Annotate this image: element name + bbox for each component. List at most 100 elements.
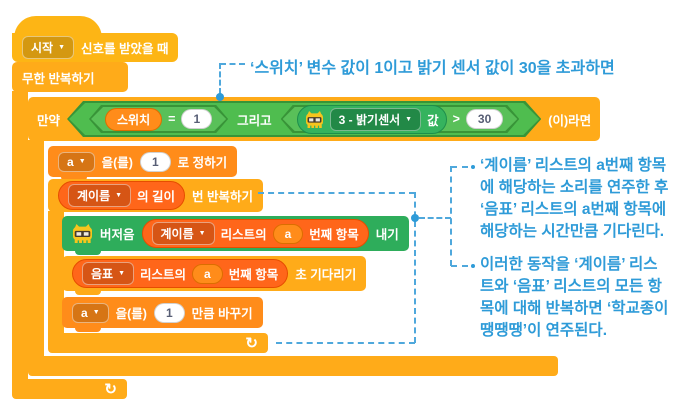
index-variable-reporter[interactable]: a	[192, 263, 223, 284]
nth-item-label: 번째 항목	[309, 228, 359, 242]
note2-line: 땡땡땡’이 연주된다.	[480, 322, 607, 339]
note1-line: 해당하는 시간만큼 기다린다.	[480, 223, 665, 240]
connector-right-vertical	[414, 192, 416, 343]
loop-arrow-icon: ↻	[245, 334, 258, 352]
buzzer-block[interactable]: 버저음 계이름 ▼ 리스트의 a 번째 항목 내기	[62, 216, 409, 255]
chevron-down-icon: ▼	[58, 44, 66, 51]
repeat-block-top[interactable]: 계이름 ▼ 의 길이 번 반복하기	[48, 179, 264, 212]
variable-dropdown[interactable]: a ▼	[72, 302, 109, 323]
note2-line: 트와 ‘음표’ 리스트의 모든 항	[480, 278, 662, 295]
list-item-reporter[interactable]: 음표 ▼ 리스트의 a 번째 항목	[72, 259, 289, 288]
list-length-reporter[interactable]: 계이름 ▼ 의 길이	[58, 181, 186, 210]
hamster-robot-icon	[305, 110, 323, 128]
list-item-reporter[interactable]: 계이름 ▼ 리스트의 a 번째 항목	[141, 219, 369, 248]
connector-top-note-dot	[216, 93, 224, 101]
equals-operator-block[interactable]: 스위치 = 1	[89, 105, 228, 133]
forever-label: 무한 반복하기	[22, 71, 95, 86]
signal-dropdown-value: 시작	[31, 41, 54, 55]
greater-than-sign: >	[452, 112, 460, 126]
chevron-down-icon: ▼	[78, 158, 86, 165]
index-variable-reporter[interactable]: a	[272, 223, 304, 244]
note2-line: 이러한 동작을 ‘계이름’ 리스	[480, 256, 658, 273]
nth-item-label: 번째 항목	[228, 268, 279, 282]
wait-suffix-label: 초 기다리기	[295, 268, 357, 282]
signal-dropdown[interactable]: 시작 ▼	[22, 36, 75, 59]
list-of-label: 리스트의	[220, 228, 267, 242]
connector-top-note-horizontal	[220, 63, 245, 65]
set-value-input[interactable]: 1	[139, 151, 171, 172]
hat-block-label: 신호를 받았을 때	[81, 42, 169, 56]
hat-block-when-receive[interactable]: 시작 ▼ 신호를 받았을 때	[12, 33, 179, 66]
index-variable-label: a	[284, 226, 292, 241]
annotation-note1: ‘계이름’ 리스트의 a번째 항목 에 해당하는 소리를 연주한 후 ‘음표’ …	[480, 155, 668, 243]
variable-dropdown[interactable]: a ▼	[58, 151, 95, 172]
list-dropdown-value: 계이름	[160, 227, 194, 241]
set-variable-block[interactable]: a ▼ 을(를) 1 로 정하기	[48, 146, 238, 181]
equals-sign: =	[168, 112, 176, 126]
and-operator-block[interactable]: 스위치 = 1 그리고	[67, 101, 541, 137]
block-tab	[61, 176, 87, 181]
forever-block-arm	[12, 91, 28, 380]
connector-repeat-horizontal	[258, 192, 415, 194]
variable-switch-reporter[interactable]: 스위치	[105, 107, 163, 131]
buzzer-prefix-label: 버저음	[100, 228, 135, 242]
variable-switch-label: 스위치	[117, 112, 151, 127]
note1-line: 에 해당하는 소리를 연주한 후	[480, 179, 669, 196]
note1-line: ‘계이름’ 리스트의 a번째 항목	[480, 157, 667, 174]
if-block-bottom	[28, 356, 558, 376]
sensor-value-label: 값	[427, 113, 439, 128]
chevron-down-icon: ▼	[115, 192, 123, 199]
block-tab	[75, 250, 101, 255]
list-dropdown[interactable]: 계이름 ▼	[68, 184, 132, 207]
variable-dropdown-value: a	[67, 154, 74, 169]
repeat-block-arm	[48, 211, 64, 333]
chevron-down-icon: ▼	[92, 309, 100, 316]
hamster-robot-icon	[73, 224, 92, 243]
sensor-dropdown-value: 3 - 밝기센서	[338, 112, 401, 127]
block-tab	[75, 290, 101, 295]
note1-bullet	[471, 165, 475, 169]
top-annotation-text: ‘스위치’ 변수 값이 1이고 밝기 센서 값이 30을 초과하면	[250, 60, 615, 77]
forever-block-top[interactable]: 무한 반복하기	[12, 62, 128, 92]
list-length-label: 의 길이	[137, 190, 176, 204]
equals-value-input[interactable]: 1	[181, 109, 213, 129]
note2-bullet	[471, 264, 475, 268]
set-suffix-label: 로 정하기	[177, 156, 228, 170]
wait-block[interactable]: 음표 ▼ 리스트의 a 번째 항목 초 기다리기	[62, 256, 367, 295]
list-dropdown[interactable]: 계이름 ▼	[151, 222, 215, 245]
change-particle-label: 을(를)	[115, 307, 147, 321]
connector-mid-dot	[411, 214, 419, 222]
hamster-sensor-reporter[interactable]: 3 - 밝기센서 ▼ 값	[296, 104, 447, 134]
repeat-block-bottom: ↻	[48, 333, 268, 353]
connector-top-note-vertical	[219, 63, 221, 94]
chevron-down-icon: ▼	[198, 230, 206, 237]
connector-notes-vertical	[450, 166, 452, 266]
change-variable-block[interactable]: a ▼ 을(를) 1 만큼 바꾸기	[62, 297, 263, 332]
list-dropdown[interactable]: 음표 ▼	[82, 262, 135, 285]
list-dropdown-value: 계이름	[77, 189, 111, 203]
sensor-dropdown[interactable]: 3 - 밝기센서 ▼	[329, 107, 422, 131]
connector-to-notes-horizontal	[419, 217, 451, 219]
hat-block-dome[interactable]	[14, 16, 102, 38]
greater-than-value-input[interactable]: 30	[465, 109, 504, 129]
chevron-down-icon: ▼	[405, 115, 413, 123]
if-block-arm	[28, 140, 44, 356]
forever-block-bottom: ↻	[12, 379, 127, 399]
change-value-input[interactable]: 1	[153, 302, 185, 323]
connector-note1-horizontal	[451, 166, 468, 168]
repeat-suffix-label: 번 반복하기	[192, 190, 254, 204]
greater-than-operator-block[interactable]: 3 - 밝기센서 ▼ 값 > 30	[281, 104, 520, 134]
note2-line: 목에 대해 반복하면 ‘학교종이	[480, 300, 669, 317]
if-block-top[interactable]: 만약 스위치 = 1 그리고	[28, 97, 601, 141]
change-suffix-label: 만큼 바꾸기	[191, 307, 253, 321]
and-label: 그리고	[237, 113, 272, 128]
set-particle-label: 을(를)	[101, 156, 133, 170]
buzzer-suffix-label: 내기	[375, 228, 399, 242]
if-suffix-label: (이)라면	[548, 113, 592, 128]
list-of-label: 리스트의	[140, 268, 187, 282]
note1-line: ‘음표’ 리스트의 a번째 항목에	[480, 201, 667, 218]
if-prefix-label: 만약	[37, 113, 61, 128]
connector-loop-horizontal	[276, 342, 415, 344]
block-tab	[75, 327, 101, 332]
